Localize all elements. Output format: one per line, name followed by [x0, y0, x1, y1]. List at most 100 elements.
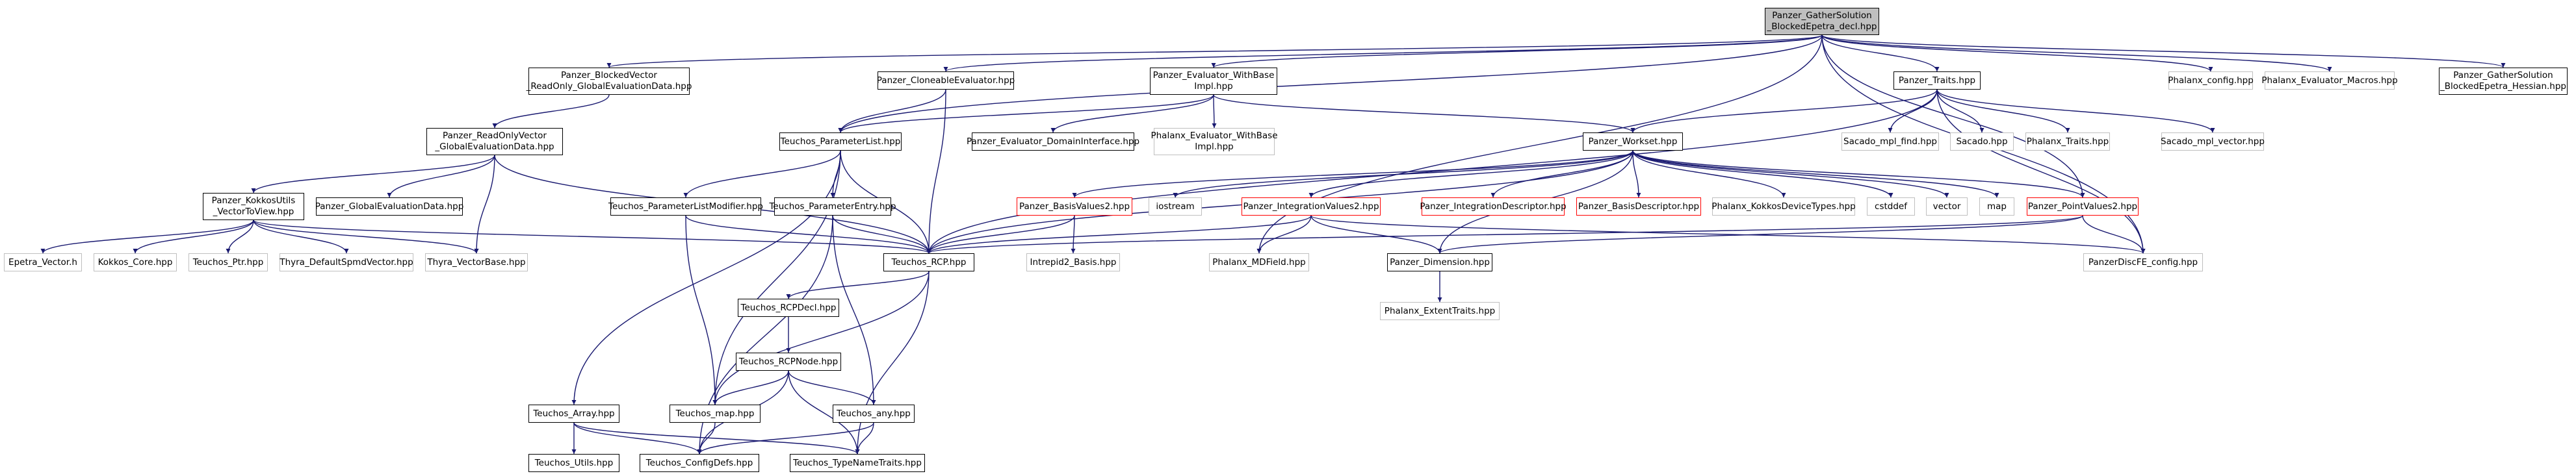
node-label: vector — [1932, 201, 1961, 212]
node-teuchos-configdefs[interactable]: Teuchos_ConfigDefs.hpp — [640, 454, 759, 472]
node-sacado: Sacado.hpp — [1950, 132, 2014, 151]
node-label: Teuchos_ConfigDefs.hpp — [645, 457, 753, 468]
edge-teuchos_rcpnode-to-teuchos_any — [788, 370, 876, 405]
edge-kokkos_utils-to-teuchos_ptr — [226, 219, 254, 254]
node-label: Teuchos_RCPNode.hpp — [738, 356, 839, 367]
edge-teuchos_parameterlist-to-teuchos_plmodifier — [683, 150, 841, 198]
node-basis-descriptor[interactable]: Panzer_BasisDescriptor.hpp — [1576, 197, 1701, 216]
node-label: Panzer_CloneableEvaluator.hpp — [876, 75, 1015, 86]
node-label: Panzer_Workset.hpp — [1588, 136, 1678, 147]
edge-panzer_traits-to-panzer_workset — [1630, 89, 1938, 133]
node-integration-descriptor[interactable]: Panzer_IntegrationDescriptor.hpp — [1420, 197, 1567, 216]
node-basis-values2[interactable]: Panzer_BasisValues2.hpp — [1017, 197, 1132, 216]
node-evaluator-domain[interactable]: Panzer_Evaluator_DomainInterface.hpp — [967, 132, 1139, 151]
edge-teuchos_any-to-teuchos_configdefs — [697, 422, 874, 455]
edge-panzer_traits-to-phalanx_traits — [1936, 89, 2070, 133]
node-label: iostream — [1156, 201, 1195, 212]
node-label: Panzer_BasisDescriptor.hpp — [1578, 201, 1700, 212]
edge-basis_values2-to-teuchos_rcp — [926, 215, 1075, 254]
node-integration-values2[interactable]: Panzer_IntegrationValues2.hpp — [1242, 197, 1381, 216]
edge-readonly_vector-to-global_eval_data — [387, 155, 495, 198]
node-label: _BlockedEpetra_Hessian.hpp — [2439, 81, 2567, 92]
edge-cloneable_evaluator-to-teuchos_parameterlist — [838, 89, 946, 133]
node-kokkos-utils[interactable]: Panzer_KokkosUtils_VectorToView.hpp — [203, 193, 304, 220]
node-cstddef: cstddef — [1867, 197, 1915, 216]
node-label: Teuchos_Utils.hpp — [534, 457, 614, 468]
node-label: _BlockedEpetra_decl.hpp — [1767, 21, 1877, 32]
node-map: map — [1979, 197, 2014, 216]
node-teuchos-parameterlist[interactable]: Teuchos_ParameterList.hpp — [779, 132, 902, 151]
edge-teuchos_plentry-to-teuchos_rcp — [832, 215, 931, 254]
node-label: cstddef — [1875, 201, 1907, 212]
node-gather-hessian[interactable]: Panzer_GatherSolution_BlockedEpetra_Hess… — [2439, 68, 2568, 95]
node-label: Panzer_BasisValues2.hpp — [1019, 201, 1130, 212]
edge-point_values2-to-panzer_discfe — [2082, 215, 2146, 254]
node-label: Panzer_GlobalEvaluationData.hpp — [315, 201, 464, 212]
edge-root-to-gather_hessian — [1821, 34, 2506, 68]
node-label: Panzer_PointValues2.hpp — [2027, 201, 2138, 212]
edge-root-to-evaluator_withbase — [1211, 34, 1823, 68]
node-teuchos-map[interactable]: Teuchos_map.hpp — [670, 405, 761, 423]
node-panzer-workset[interactable]: Panzer_Workset.hpp — [1583, 132, 1683, 151]
node-teuchos-rcpdecl[interactable]: Teuchos_RCPDecl.hpp — [738, 299, 839, 317]
node-teuchos-typenametraits[interactable]: Teuchos_TypeNameTraits.hpp — [790, 454, 925, 472]
node-point-values2[interactable]: Panzer_PointValues2.hpp — [2027, 197, 2139, 216]
node-panzer-traits[interactable]: Panzer_Traits.hpp — [1893, 71, 1981, 90]
node-label: Panzer_Evaluator_WithBase — [1152, 70, 1275, 81]
edge-root-to-phalanx_mdfield — [1256, 34, 1823, 254]
node-teuchos-any[interactable]: Teuchos_any.hpp — [833, 405, 915, 423]
node-label: _VectorToView.hpp — [213, 207, 294, 217]
node-phalanx-extent: Phalanx_ExtentTraits.hpp — [1380, 302, 1500, 320]
node-kokkos-device-types: Phalanx_KokkosDeviceTypes.hpp — [1711, 197, 1856, 216]
node-label: Teuchos_Array.hpp — [533, 408, 615, 419]
node-thyra-vectorbase: Thyra_VectorBase.hpp — [425, 253, 528, 271]
edge-cloneable_evaluator-to-teuchos_rcp — [926, 89, 946, 254]
node-label: Panzer_Evaluator_DomainInterface.hpp — [966, 136, 1140, 147]
node-label: Teuchos_RCPDecl.hpp — [740, 302, 837, 313]
node-readonly-vector[interactable]: Panzer_ReadOnlyVector_GlobalEvaluationDa… — [426, 128, 563, 155]
edge-panzer_workset-to-point_values2 — [1632, 150, 2085, 198]
node-label: Phalanx_config.hpp — [2168, 75, 2254, 86]
edge-root-to-blocked_vector_ro — [607, 34, 1823, 68]
edge-panzer_traits-to-panzer_discfe — [1936, 89, 2146, 254]
node-teuchos-utils[interactable]: Teuchos_Utils.hpp — [528, 454, 619, 472]
edge-teuchos_any-to-teuchos_typenametraits — [855, 422, 874, 455]
node-epetra-vector: Epetra_Vector.h — [4, 253, 82, 271]
node-teuchos-rcp[interactable]: Teuchos_RCP.hpp — [883, 253, 974, 271]
node-blocked-vector-ro[interactable]: Panzer_BlockedVector_ReadOnly_GlobalEval… — [527, 68, 692, 95]
node-label: Sacado_mpl_find.hpp — [1843, 136, 1937, 147]
edge-root-to-point_values2 — [1821, 34, 2085, 198]
node-label: Panzer_GatherSolution — [1772, 10, 1872, 21]
edge-teuchos_plentry-to-teuchos_any — [832, 215, 876, 405]
node-sacado-fad: Sacado_mpl_find.hpp — [1841, 132, 1939, 151]
node-label: _GlobalEvaluationData.hpp — [435, 142, 554, 152]
node-teuchos-array[interactable]: Teuchos_Array.hpp — [528, 405, 619, 423]
edge-evaluator_withbase-to-teuchos_parameterlist — [838, 94, 1214, 133]
edge-root-to-teuchos_parameterlist — [838, 34, 1823, 133]
edge-kokkos_utils-to-thyra_vectorbase — [253, 219, 479, 254]
node-label: Thyra_DefaultSpmdVector.hpp — [280, 257, 413, 268]
node-teuchos-rcpnode[interactable]: Teuchos_RCPNode.hpp — [736, 353, 841, 371]
node-label: Phalanx_Traits.hpp — [2026, 136, 2109, 147]
node-phalanx-evaluator-macros: Phalanx_Evaluator_Macros.hpp — [2261, 71, 2398, 90]
edge-integration_values2-to-teuchos_rcp — [926, 215, 1312, 254]
edge-evaluator_withbase-to-evaluator_domain — [1050, 94, 1214, 133]
edge-teuchos_rcp-to-teuchos_map — [712, 271, 930, 405]
edge-kokkos_utils-to-thyra_spmd — [253, 219, 349, 254]
node-root: Panzer_GatherSolution_BlockedEpetra_decl… — [1765, 8, 1879, 35]
node-teuchos-ptr: Teuchos_Ptr.hpp — [189, 253, 268, 271]
edge-panzer_workset-to-iostream — [1173, 150, 1633, 198]
node-teuchos-plentry[interactable]: Teuchos_ParameterEntry.hpp — [769, 197, 896, 216]
node-phalanx-config: Phalanx_config.hpp — [2168, 71, 2254, 90]
edge-teuchos_plmodifier-to-teuchos_map — [685, 215, 718, 405]
edge-teuchos_plmodifier-to-teuchos_rcp — [685, 215, 931, 254]
node-teuchos-plmodifier[interactable]: Teuchos_ParameterListModifier.hpp — [608, 197, 763, 216]
node-cloneable-evaluator[interactable]: Panzer_CloneableEvaluator.hpp — [876, 71, 1015, 90]
node-label: PanzerDiscFE_config.hpp — [2088, 257, 2198, 268]
edge-panzer_workset-to-vector — [1632, 150, 1949, 198]
node-label: Teuchos_ParameterList.hpp — [780, 136, 901, 147]
node-global-eval-data[interactable]: Panzer_GlobalEvaluationData.hpp — [315, 197, 464, 216]
node-panzer-dimension[interactable]: Panzer_Dimension.hpp — [1387, 253, 1492, 271]
